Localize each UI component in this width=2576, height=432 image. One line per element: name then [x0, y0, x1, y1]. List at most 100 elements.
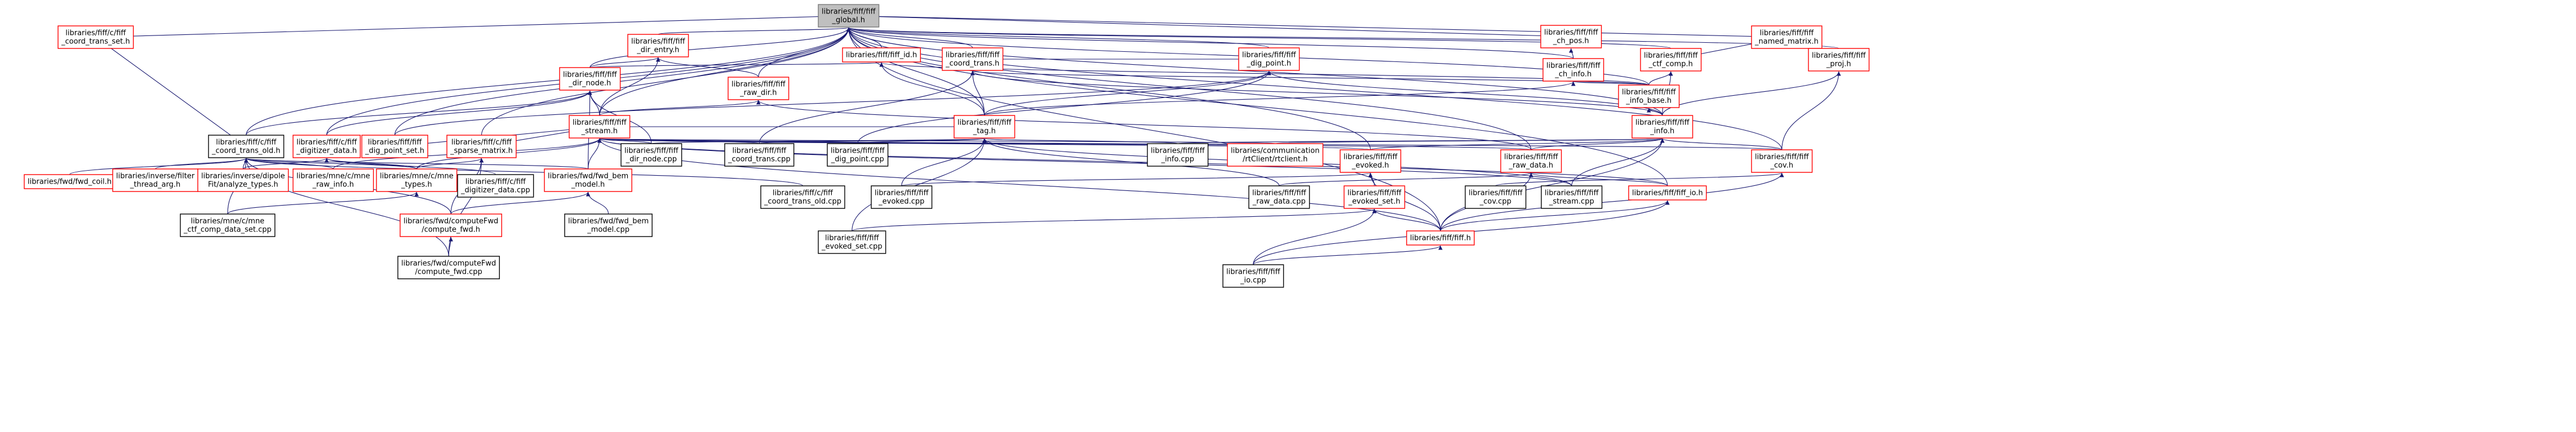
graph-node-box: [942, 47, 1004, 71]
graph-node-fiff-h[interactable]: libraries/fiff/fiff.h: [1406, 230, 1475, 246]
graph-node-fwd-bem-cpp[interactable]: libraries/fwd/fwd_bem_model.cpp: [564, 213, 653, 237]
graph-edge-coord-trans-cpp-to-fiff-coord-trans: [759, 70, 975, 144]
graph-node-box: [400, 213, 502, 237]
graph-node-fiff-id[interactable]: libraries/fiff/fiff_id.h: [842, 47, 921, 63]
graph-node-label: _digitizer_data.h: [296, 147, 357, 155]
graph-node-raw-dir[interactable]: libraries/fiff/fiff_raw_dir.h: [728, 77, 790, 100]
graph-node-label: libraries/mne/c/mne: [191, 217, 265, 226]
graph-edge-info-base-to-ch-info: [1571, 81, 1650, 86]
graph-node-coord-trans-old-cpp[interactable]: libraries/fiff/c/fiff_coord_trans_old.cp…: [760, 185, 845, 209]
graph-node-info-cpp[interactable]: libraries/fiff/fiff_info.cpp: [1147, 143, 1209, 167]
graph-node-io-cpp[interactable]: libraries/fiff/fiff_io.cpp: [1222, 264, 1284, 288]
graph-node-label: _evoked.cpp: [878, 198, 924, 206]
graph-node-box: [1541, 185, 1603, 209]
graph-node-dir-node-cpp[interactable]: libraries/fiff/fiff_dir_node.cpp: [620, 143, 682, 167]
graph-edge-evoked-set-h-to-evoked-h: [1368, 172, 1375, 186]
graph-node-label: _sparse_matrix.h: [450, 147, 513, 155]
graph-node-fiff-coil[interactable]: libraries/fwd/fwd_coil.h: [24, 174, 116, 189]
graph-node-sparse-matrix[interactable]: libraries/fiff/c/fiff_sparse_matrix.h: [446, 135, 517, 158]
graph-edge-fwd-bem-cpp-to-fwd-bem: [586, 191, 609, 215]
graph-node-cov-cpp[interactable]: libraries/fiff/fiff_cov.cpp: [1465, 185, 1527, 209]
graph-node-label: libraries/fiff/fiff: [957, 119, 1012, 127]
graph-node-raw-data-cpp[interactable]: libraries/fiff/fiff_raw_data.cpp: [1248, 185, 1310, 209]
graph-node-label: libraries/fwd/computeFwd: [401, 260, 496, 268]
graph-node-fiff-stream[interactable]: libraries/fiff/fiff_stream.h: [569, 115, 631, 139]
graph-node-ctf-comp-data[interactable]: libraries/mne/c/mne_ctf_comp_data_set.cp…: [180, 213, 276, 237]
graph-edge-digitizer-data-to-dir-node: [326, 90, 592, 136]
graph-edge-compute-fwd-cpp-to-compute-fwd-h: [448, 237, 453, 257]
graph-node-label: libraries/fiff/fiff_id.h: [846, 51, 917, 60]
graph-node-coord-trans-set[interactable]: libraries/fiff/c/fiff_coord_trans_set.h: [57, 25, 134, 49]
graph-node-ch-info[interactable]: libraries/fiff/fiff_ch_info.h: [1542, 58, 1604, 82]
graph-node-label: _ch_info.h: [1554, 70, 1591, 79]
graph-node-evoked-set-cpp[interactable]: libraries/fiff/fiff_evoked_set.cpp: [818, 230, 886, 254]
graph-node-proj[interactable]: libraries/fiff/fiff_proj.h: [1808, 48, 1870, 72]
graph-node-digitizer-data[interactable]: libraries/fiff/c/fiff_digitizer_data.h: [292, 135, 361, 158]
graph-node-cov-h[interactable]: libraries/fiff/fiff_cov.h: [1751, 149, 1813, 173]
graph-node-label: libraries/fiff/fiff.h: [1410, 234, 1471, 243]
graph-node-box: [1248, 185, 1310, 209]
graph-node-compute-fwd-h[interactable]: libraries/fwd/computeFwd/compute_fwd.h: [400, 213, 502, 237]
graph-node-box: [1631, 115, 1693, 139]
graph-node-box: [180, 213, 276, 237]
graph-node-box: [1628, 185, 1707, 201]
graph-edge-dig-point-cpp-to-dig-point: [857, 70, 1271, 144]
graph-edge-fiff-stream-to-raw-dir: [599, 100, 761, 116]
graph-node-box: [1540, 25, 1602, 48]
graph-edge-cov-h-to-proj: [1781, 71, 1841, 150]
graph-node-evoked-cpp[interactable]: libraries/fiff/fiff_evoked.cpp: [871, 185, 933, 209]
graph-node-label: _info.h: [1650, 127, 1674, 136]
graph-node-fiff-tag[interactable]: libraries/fiff/fiff_tag.h: [954, 115, 1016, 139]
graph-node-rtclient[interactable]: libraries/communication/rtClient/rtclien…: [1227, 143, 1324, 167]
graph-node-label: libraries/fiff/fiff: [1755, 153, 1810, 162]
graph-node-fwd-bem[interactable]: libraries/fwd/fwd_bem_model.h: [544, 168, 632, 192]
graph-node-dir-entry[interactable]: libraries/fiff/fiff_dir_entry.h: [627, 34, 689, 57]
graph-node-info-base[interactable]: libraries/fiff/fiff_info_base.h: [1618, 84, 1680, 108]
graph-node-analyze-types[interactable]: libraries/inverse/dipoleFit/analyze_type…: [197, 168, 289, 192]
graph-node-stream-cpp[interactable]: libraries/fiff/fiff_stream.cpp: [1541, 185, 1603, 209]
graph-node-digitizer-cpp[interactable]: libraries/fiff/c/fiff_digitizer_data.cpp: [457, 174, 534, 198]
graph-edge-io-cpp-to-fiff-h: [1253, 245, 1443, 265]
graph-node-box: [1147, 143, 1209, 167]
graph-node-evoked-h[interactable]: libraries/fiff/fiff_evoked.h: [1340, 149, 1402, 173]
graph-node-mne-raw-info[interactable]: libraries/mne/c/mne_raw_info.h: [292, 168, 374, 192]
graph-node-box: [1465, 185, 1527, 209]
graph-node-coord-trans-old[interactable]: libraries/fiff/c/fiff_coord_trans_old.h: [208, 135, 285, 158]
graph-node-ch-pos[interactable]: libraries/fiff/fiff_ch_pos.h: [1540, 25, 1602, 48]
graph-node-named-matrix[interactable]: libraries/fiff/fiff_named_matrix.h: [1751, 25, 1823, 49]
graph-node-label: libraries/fiff/fiff: [1151, 147, 1205, 155]
graph-node-label: /rtClient/rtclient.h: [1243, 155, 1307, 164]
graph-node-label: _types.h: [401, 181, 432, 189]
graph-node-mne-types[interactable]: libraries/mne/c/mne_types.h: [376, 168, 458, 192]
graph-node-dig-point-set[interactable]: libraries/fiff/fiff_dig_point_set.h: [361, 135, 428, 158]
graph-node-fiff-io-h[interactable]: libraries/fiff/fiff_io.h: [1628, 185, 1707, 201]
graph-edge-digitizer-cpp-to-digitizer-data: [324, 158, 496, 175]
graph-node-label: _evoked_set.cpp: [821, 243, 883, 251]
graph-node-ctf-comp[interactable]: libraries/fiff/fiff_ctf_comp.h: [1640, 48, 1702, 72]
graph-node-evoked-set-h[interactable]: libraries/fiff/fiff_evoked_set.h: [1344, 185, 1406, 209]
graph-node-fiff-coord-trans[interactable]: libraries/fiff/fiff_coord_trans.h: [942, 47, 1004, 71]
graph-node-label: libraries/fiff/fiff: [1344, 153, 1398, 162]
graph-node-label: _coord_trans_old.h: [211, 147, 281, 155]
graph-node-box: [818, 230, 886, 254]
graph-node-label: libraries/fiff/fiff: [1812, 52, 1866, 60]
graph-node-box: [569, 115, 631, 139]
graph-node-compute-fwd-cpp[interactable]: libraries/fwd/computeFwd/compute_fwd.cpp: [397, 256, 500, 279]
graph-node-label: libraries/communication: [1231, 147, 1319, 155]
graph-edge-raw-data-cpp-to-raw-data-h: [1279, 172, 1533, 186]
graph-node-fiff-info[interactable]: libraries/fiff/fiff_info.h: [1631, 115, 1693, 139]
graph-node-label: libraries/fiff/fiff: [1644, 52, 1699, 60]
graph-node-dig-point[interactable]: libraries/fiff/fiff_dig_point.h: [1238, 47, 1300, 71]
graph-node-label: libraries/fiff/c/fiff: [465, 178, 526, 186]
graph-node-label: _dir_node.cpp: [626, 155, 677, 164]
graph-node-box: [1808, 48, 1870, 72]
graph-node-coord-trans-cpp[interactable]: libraries/fiff/fiff_coord_trans.cpp: [724, 143, 795, 167]
graph-node-dir-node[interactable]: libraries/fiff/fiff_dir_node.h: [559, 67, 621, 91]
graph-node-raw-data-h[interactable]: libraries/fiff/fiff_raw_data.h: [1500, 149, 1562, 173]
graph-edge-mne-raw-info-to-coord-trans-old: [244, 158, 334, 170]
graph-node-filter-thread[interactable]: libraries/inverse/filter_thread_arg.h: [112, 168, 198, 192]
graph-node-box: [292, 168, 374, 192]
graph-node-box: [446, 135, 517, 158]
graph-node-dig-point-cpp[interactable]: libraries/fiff/fiff_dig_point.cpp: [827, 143, 889, 167]
